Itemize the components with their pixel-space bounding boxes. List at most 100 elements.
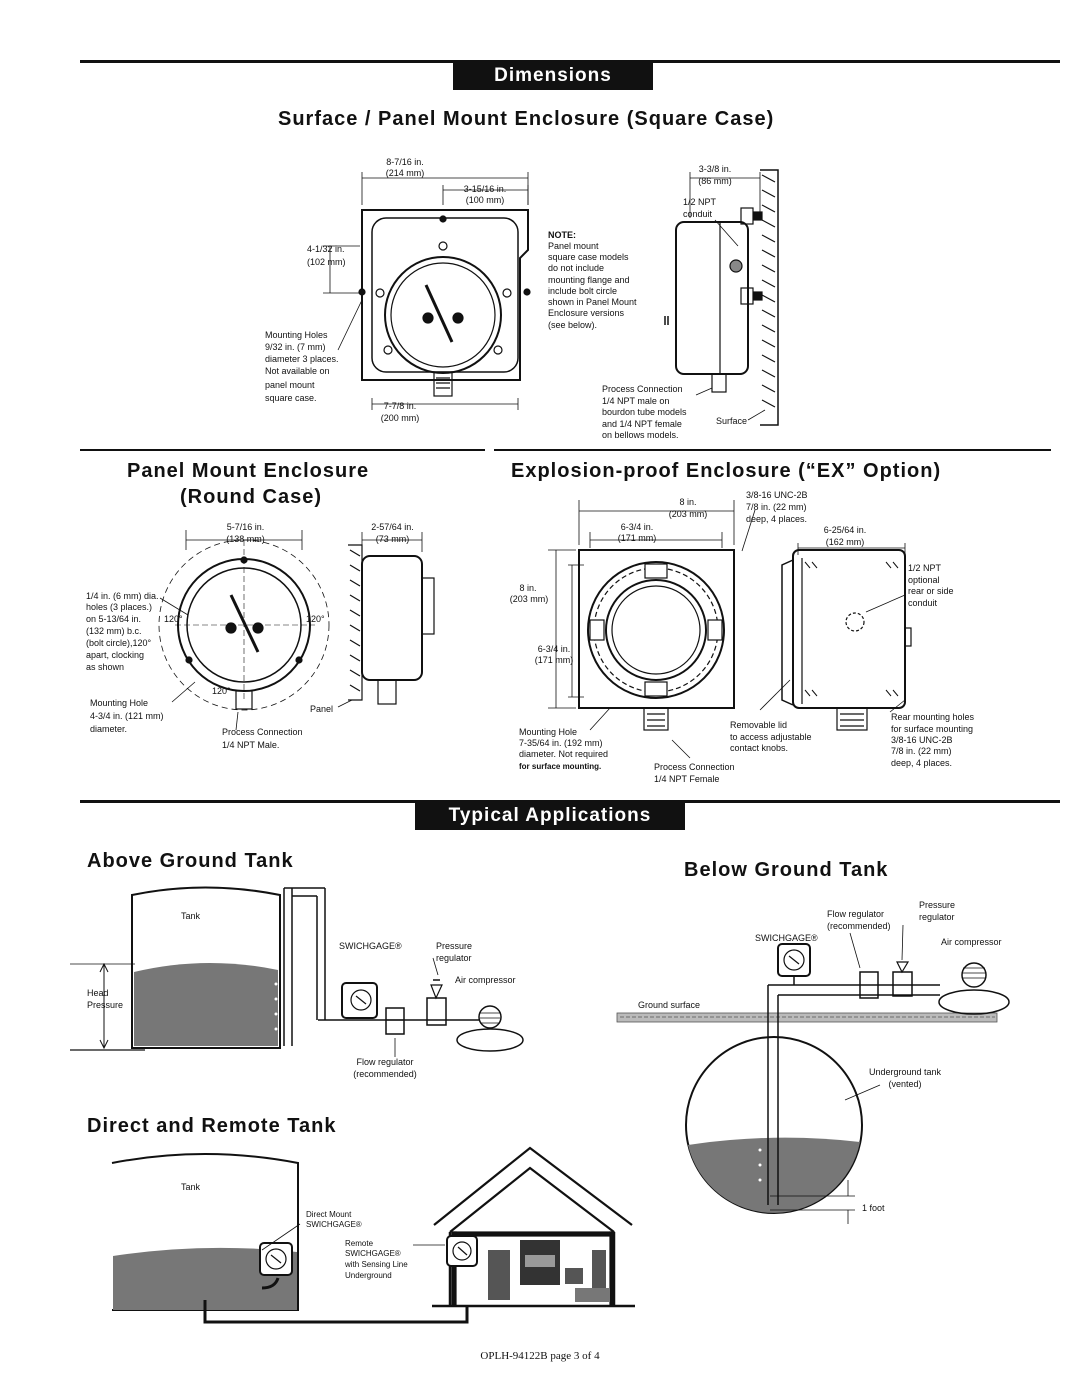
round-pc2: 1/4 NPT Male.	[222, 740, 280, 750]
square-note1: Panel mount	[548, 241, 599, 251]
round-l3: on 5-13/64 in.	[86, 614, 142, 624]
above-pr1: Pressure	[436, 941, 473, 951]
ex-rl2: to access adjustable	[730, 732, 812, 742]
round-mh3: diameter.	[90, 724, 128, 734]
top-rule	[80, 60, 1060, 63]
square-d1: 3-3/8 in.	[698, 164, 732, 174]
below-fr1: Flow regulator	[827, 909, 885, 919]
above-pr2: regulator	[436, 953, 472, 963]
round-angle-right: 120°	[306, 614, 325, 624]
square-w1mm: (214 mm)	[385, 168, 425, 178]
square-pc4: and 1/4 NPT female	[602, 419, 682, 429]
above-fr1: Flow regulator	[356, 1057, 414, 1067]
square-note-title: NOTE:	[548, 230, 576, 240]
ex-mh3: diameter. Not required	[519, 749, 609, 759]
round-w1mm: (138 mm)	[226, 534, 265, 544]
square-bwmm: (200 mm)	[380, 413, 420, 423]
middle-rule	[80, 449, 485, 451]
square-note2: square case models	[548, 252, 629, 262]
square-pc5: on bellows models.	[602, 430, 679, 440]
ex-h2: 6-3/4 in.	[537, 644, 571, 654]
below-foot: 1 foot	[862, 1203, 885, 1213]
square-pc3: bourdon tube models	[602, 407, 687, 417]
round-d1mm: (73 mm)	[375, 534, 410, 544]
ex-d1: 6-25/64 in.	[823, 525, 867, 535]
ex-mh2: 7-35/64 in. (192 mm)	[519, 738, 603, 748]
ex-w2: 6-3/4 in.	[620, 522, 654, 532]
ex-rl3: contact knobs.	[730, 743, 789, 753]
above-ground-title: Above Ground Tank	[87, 850, 294, 872]
above-head1: Head	[87, 988, 109, 998]
below-swichgage: SWICHGAGE®	[755, 933, 818, 943]
direct-r1: Remote	[345, 1239, 374, 1248]
round-case-front	[158, 530, 330, 731]
round-l4: (132 mm) b.c.	[86, 626, 142, 636]
round-angle-bottom: 120°	[212, 686, 231, 696]
round-pc1: Process Connection	[222, 727, 303, 737]
square-case-front	[323, 172, 531, 410]
ex-rm2: for surface mounting	[891, 724, 974, 734]
ex-h2mm: (171 mm)	[534, 655, 574, 665]
square-w1: 8-7/16 in.	[386, 157, 424, 167]
ex-w1mm: (203 mm)	[668, 509, 708, 519]
typical-banner: Typical Applications	[415, 802, 685, 830]
above-ground-diagram	[70, 886, 524, 1057]
square-surface: Surface	[716, 416, 748, 426]
ex-h1: 8 in.	[519, 583, 537, 593]
ex-pc1: Process Connection	[654, 762, 735, 772]
square-pc2: 1/4 NPT male on	[602, 396, 670, 406]
below-pr2: regulator	[919, 912, 955, 922]
ex-rm3: 3/8-16 UNC-2B	[891, 735, 953, 745]
round-panel: Panel	[310, 704, 334, 714]
round-l1: 1/4 in. (6 mm) dia.	[86, 591, 159, 601]
square-note4: mounting flange and	[548, 275, 630, 285]
ex-npt1: 1/2 NPT	[908, 563, 942, 573]
round-l7: as shown	[86, 662, 125, 672]
round-d1: 2-57/64 in.	[371, 522, 414, 532]
square-pc1: Process Connection	[602, 384, 683, 394]
ex-title: Explosion-proof Enclosure (“EX” Option)	[511, 460, 942, 482]
below-ut2: (vented)	[888, 1079, 922, 1089]
ex-npt3: rear or side	[908, 586, 954, 596]
ex-rm1: Rear mounting holes	[891, 712, 975, 722]
page-footer: OPLH-94122B page 3 of 4	[480, 1350, 600, 1362]
applications-rule	[80, 800, 1060, 803]
ex-mh1: Mounting Hole	[519, 727, 578, 737]
direct-tank-label: Tank	[181, 1182, 201, 1192]
square-note6: shown in Panel Mount	[548, 297, 637, 307]
below-ground-diagram	[616, 924, 1010, 1224]
ex-rm4: 7/8 in. (22 mm)	[891, 746, 952, 756]
square-case-side	[664, 169, 779, 426]
square-mh6: square case.	[265, 393, 317, 403]
square-mh1: Mounting Holes	[265, 330, 328, 340]
square-note8: (see below).	[548, 320, 598, 330]
ex-d1mm: (162 mm)	[825, 537, 865, 547]
direct-r3: with Sensing Line	[345, 1260, 408, 1269]
round-l2: holes (3 places.)	[86, 602, 153, 612]
square-note5: include bolt circle	[548, 286, 618, 296]
round-case-side	[337, 532, 435, 708]
direct-dm2: SWICHGAGE®	[306, 1220, 362, 1229]
square-bw: 7-7/8 in.	[383, 401, 417, 411]
above-swichgage: SWICHGAGE®	[339, 941, 402, 951]
square-h1mm: (102 mm)	[307, 257, 346, 267]
above-fr2: (recommended)	[353, 1069, 417, 1079]
square-d1mm: (86 mm)	[698, 176, 732, 186]
round-w1: 5-7/16 in.	[226, 522, 265, 532]
round-mh2: 4-3/4 in. (121 mm)	[90, 711, 164, 721]
ex-npt4: conduit	[908, 598, 938, 608]
round-l6: apart, clocking	[86, 650, 145, 660]
ex-rm5: deep, 4 places.	[891, 758, 953, 768]
direct-remote-title: Direct and Remote Tank	[87, 1115, 337, 1137]
square-mh2: 9/32 in. (7 mm)	[265, 342, 326, 352]
ex-w2mm: (171 mm)	[617, 533, 657, 543]
square-note3: do not include	[548, 263, 605, 273]
direct-r4: Underground	[345, 1271, 392, 1280]
square-w2mm: (100 mm)	[465, 195, 505, 205]
ex-rl1: Removable lid	[730, 720, 788, 730]
ex-h1mm: (203 mm)	[509, 594, 549, 604]
below-fr2: (recommended)	[827, 921, 891, 931]
ex-npt2: optional	[908, 575, 940, 585]
direct-remote-diagram	[111, 1146, 635, 1324]
